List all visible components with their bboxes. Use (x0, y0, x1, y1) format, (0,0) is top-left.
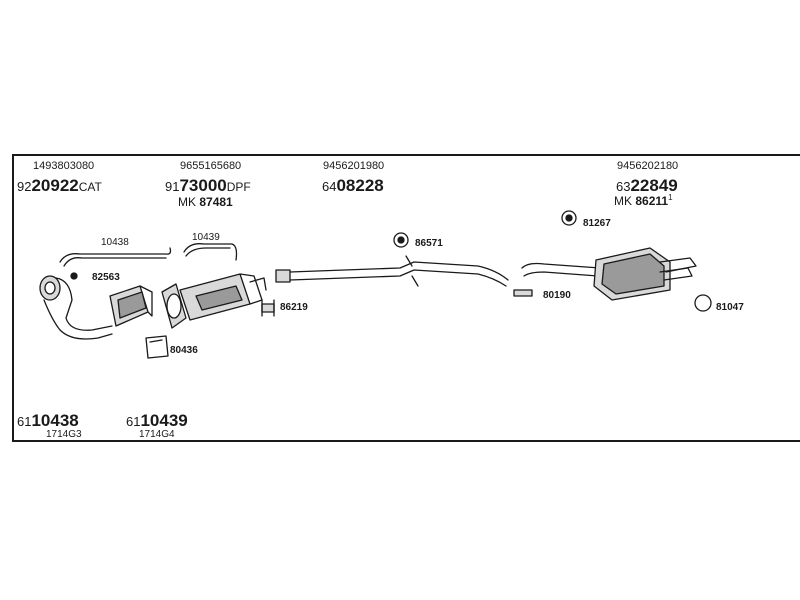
mk-label: MK (614, 194, 632, 208)
bracket-oem-1: 1714G3 (46, 429, 82, 440)
oem-number-rear-silencer: 9456202180 (617, 160, 679, 172)
part-prefix: 61 (126, 414, 141, 429)
callout-80190: 80190 (543, 290, 571, 301)
callout-10438: 10438 (101, 237, 129, 248)
callout-81047: 81047 (716, 302, 744, 313)
part-prefix: 91 (165, 179, 180, 194)
rubber-hanger-81267-part (561, 210, 577, 226)
diesel-particulate-filter-part (161, 273, 267, 329)
left-border-line (12, 154, 14, 442)
middle-pipe-part (275, 255, 509, 287)
part-suffix: DPF (226, 180, 251, 194)
rubber-hanger-86219-part (261, 299, 275, 317)
mk-superscript: 1 (668, 193, 673, 202)
top-divider-line (12, 154, 800, 156)
clamp-82563-part (70, 272, 78, 280)
part-prefix: 63 (616, 179, 631, 194)
part-bold: 10439 (140, 411, 188, 430)
bracket-part-number-2: 6110439 (126, 412, 188, 429)
mk-label: MK (178, 195, 196, 209)
oem-number-cat: 1493803080 (33, 160, 95, 172)
bracket-10439-part (183, 243, 238, 261)
part-bold: 73000 (179, 176, 227, 195)
callout-10439: 10439 (192, 232, 220, 243)
rubber-ring-81047-part (694, 294, 712, 312)
part-prefix: 61 (17, 414, 32, 429)
part-prefix: 64 (322, 179, 337, 194)
callout-86219: 86219 (280, 302, 308, 313)
mounting-kit-rear-silencer: MK 862111 (614, 193, 673, 208)
bracket-oem-2: 1714G4 (139, 429, 175, 440)
part-bold: 10438 (31, 411, 79, 430)
callout-81267: 81267 (583, 218, 611, 229)
callout-86571: 86571 (415, 238, 443, 249)
part-number-middle-pipe: 6408228 (322, 177, 384, 194)
callout-82563: 82563 (92, 272, 120, 283)
part-number-cat: 9220922CAT (17, 177, 102, 194)
rubber-hanger-86571-part (393, 232, 409, 248)
callout-80436: 80436 (170, 345, 198, 356)
bracket-10438-part (59, 247, 172, 267)
part-number-rear-silencer: 6322849 (616, 177, 678, 194)
clamp-80190-part (513, 289, 533, 297)
oem-number-middle-pipe: 9456201980 (323, 160, 385, 172)
catalytic-converter-part (39, 275, 153, 340)
part-number-dpf: 9173000DPF (165, 177, 251, 194)
part-bold: 20922 (31, 176, 79, 195)
mk-value: 86211 (635, 194, 669, 208)
rear-silencer-part (521, 247, 697, 301)
oem-number-dpf: 9655165680 (180, 160, 242, 172)
part-suffix: CAT (78, 180, 102, 194)
part-prefix: 92 (17, 179, 32, 194)
part-bold: 08228 (336, 176, 384, 195)
part-bold: 22849 (630, 176, 678, 195)
mk-value: 87481 (199, 195, 233, 209)
mounting-kit-dpf: MK 87481 (178, 196, 233, 208)
bracket-part-number-1: 6110438 (17, 412, 79, 429)
gasket-80436-part (145, 335, 169, 359)
bottom-divider-line (12, 440, 800, 442)
